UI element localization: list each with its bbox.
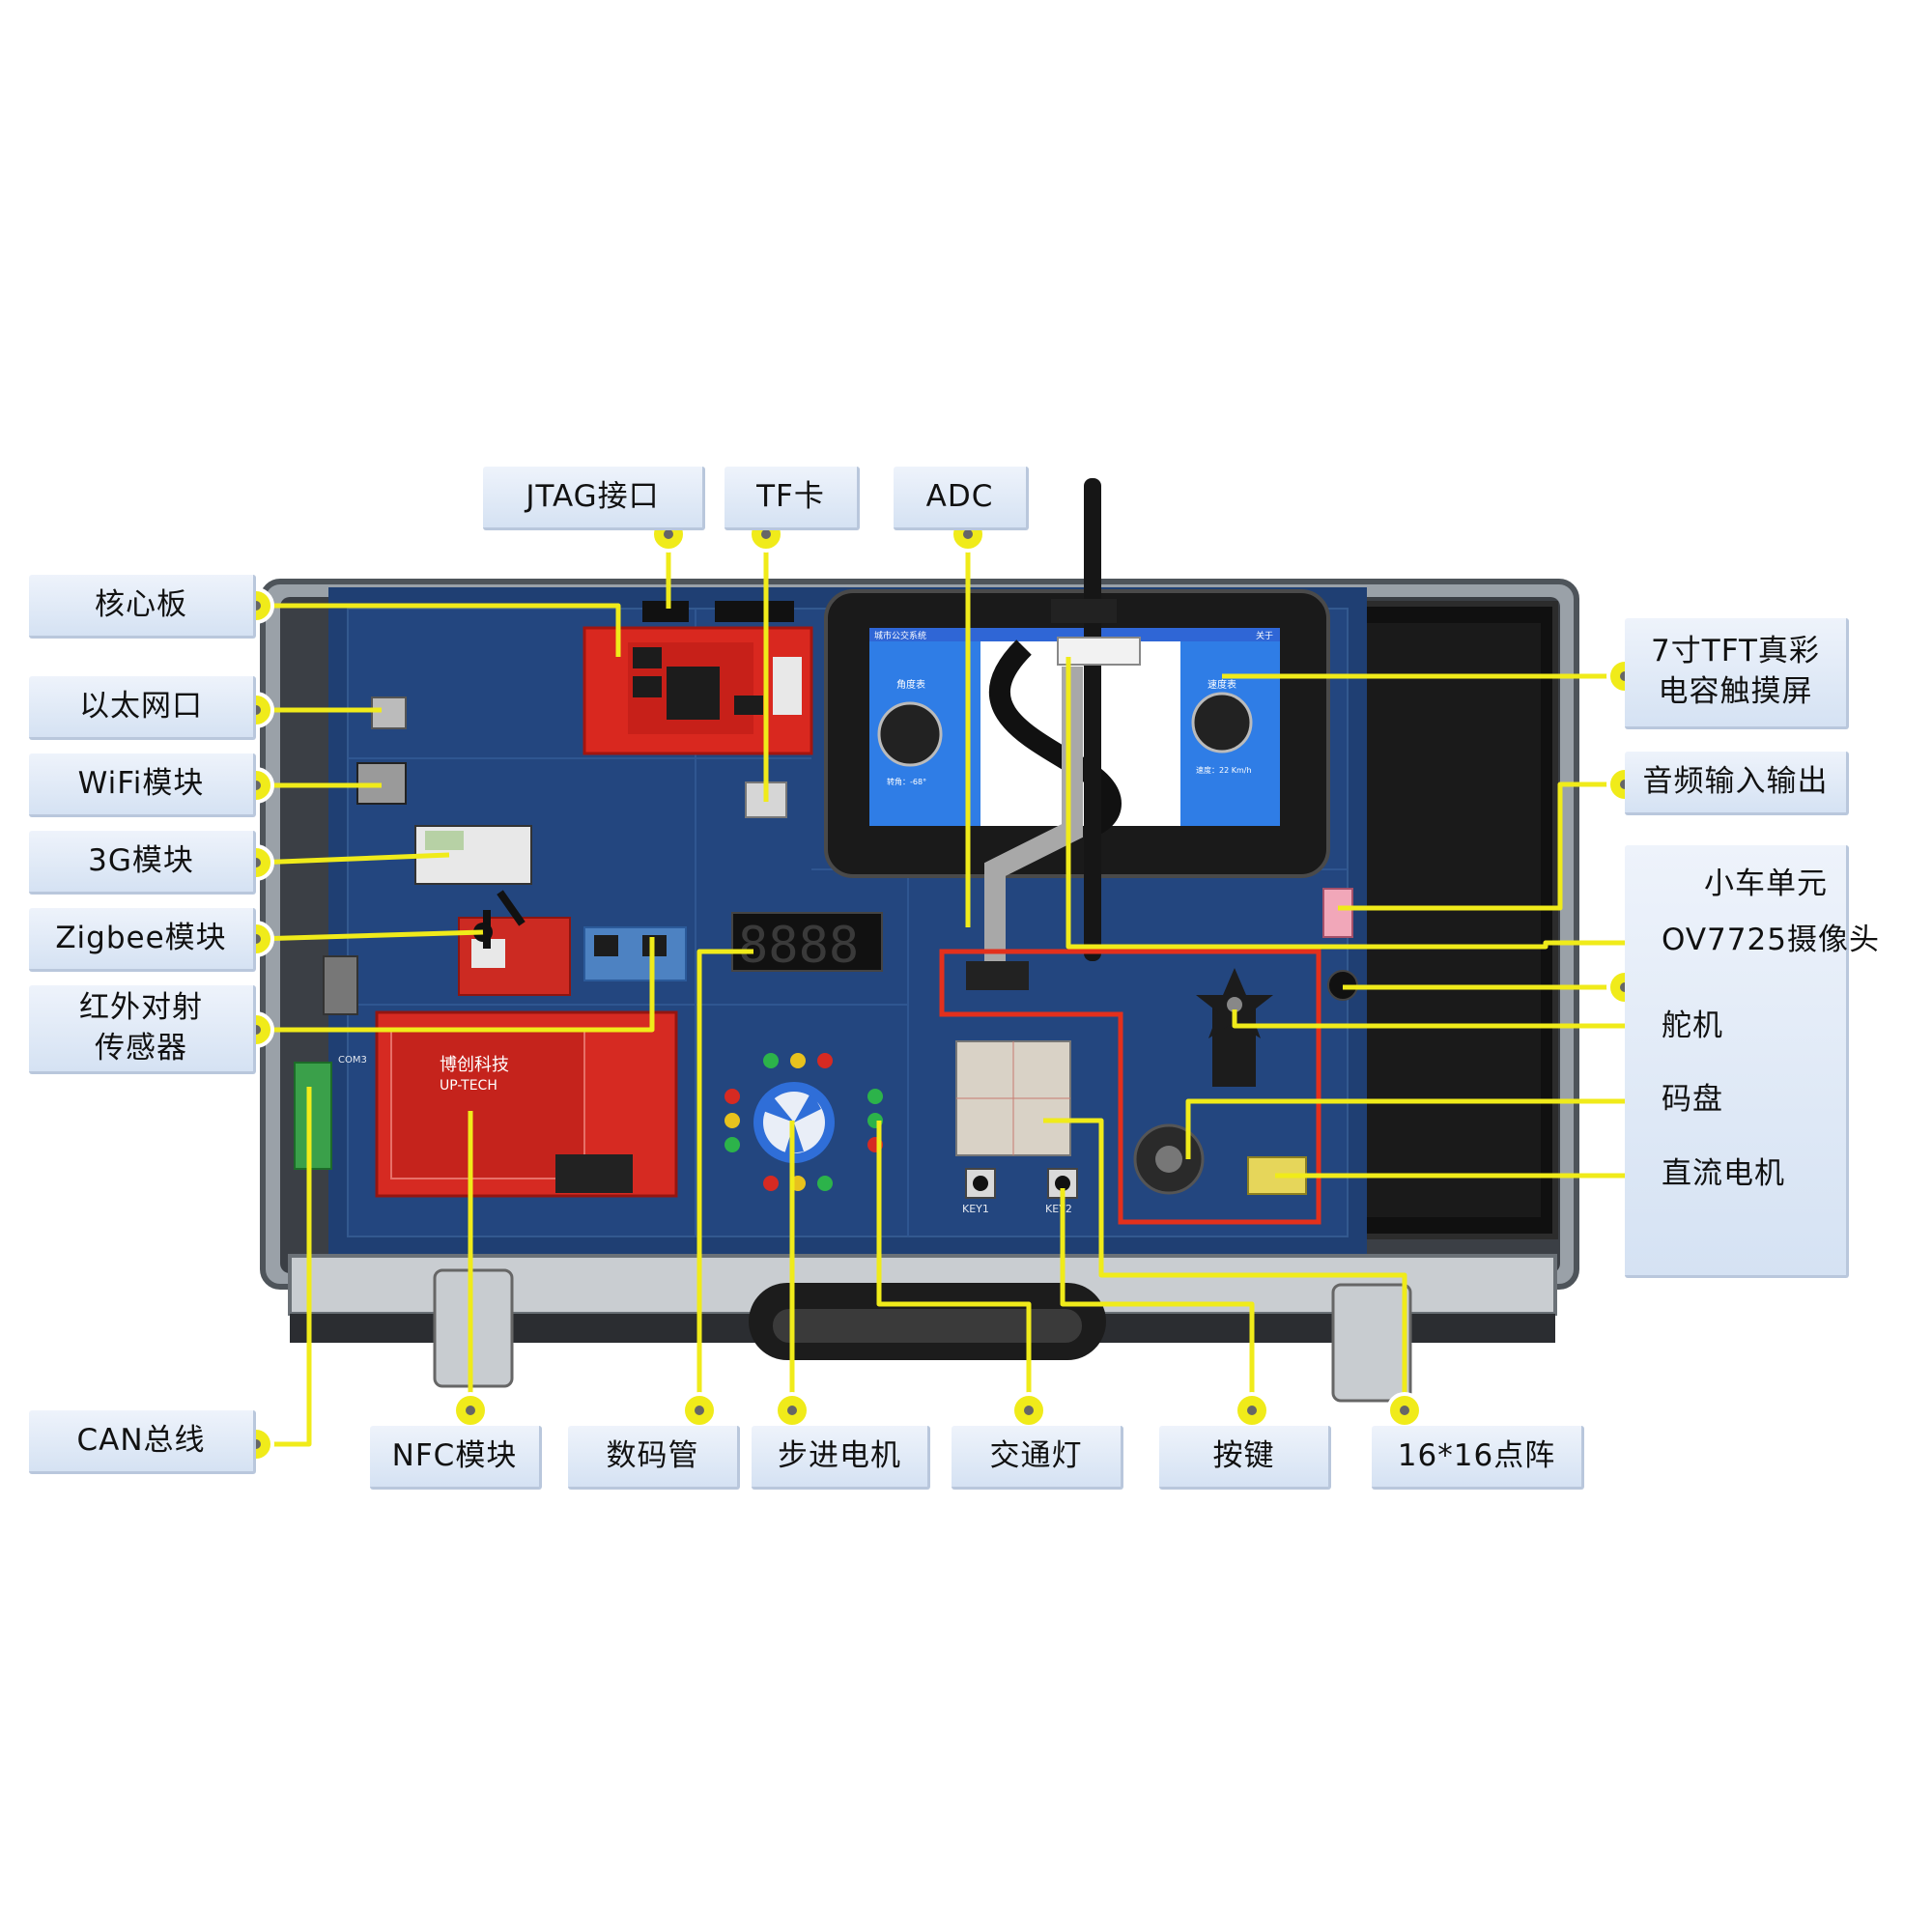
leader-encoder (1185, 1098, 1625, 1159)
label-ir-sensor: 红外对射 传感器 (29, 985, 256, 1074)
can-terminal-block (294, 1062, 332, 1170)
leader-keys (1060, 1188, 1255, 1410)
label-core-board: 核心板 (29, 575, 256, 639)
label-core-board-text: 核心板 (95, 586, 187, 622)
camera-pole (1084, 478, 1101, 961)
label-zigbee-text: Zigbee模块 (55, 920, 227, 955)
label-stepper: 步进电机 (752, 1426, 930, 1490)
leader-dot-matrix (1043, 1118, 1407, 1410)
label-can-bus-text: CAN总线 (76, 1422, 206, 1458)
label-nfc: NFC模块 (370, 1426, 542, 1490)
screen-title: 城市公交系统 (874, 630, 926, 641)
leader-seven-segment (696, 949, 753, 1410)
servo-motor (1196, 968, 1273, 1087)
label-adc-text: ADC (925, 478, 994, 514)
label-can-bus: CAN总线 (29, 1410, 256, 1474)
label-ethernet: 以太网口 (29, 676, 256, 740)
label-traffic-light-text: 交通灯 (989, 1437, 1083, 1473)
label-audio-text: 音频输入输出 (1642, 763, 1829, 799)
leader-ir-sensor (256, 937, 655, 1033)
seven-segment-display (731, 912, 883, 972)
screen-menu: 关于 (1256, 630, 1273, 641)
label-audio: 音频输入输出 (1625, 752, 1849, 815)
car-unit-title: 小车单元 (1704, 867, 1828, 901)
key1-button (965, 1168, 996, 1199)
leader-traffic-light (876, 1121, 1032, 1410)
label-dot-matrix-text: 16*16点阵 (1397, 1437, 1556, 1473)
leader-camera (1065, 657, 1625, 950)
audio-jacks (1322, 888, 1353, 938)
label-ethernet-text: 以太网口 (79, 688, 203, 724)
label-touchscreen: 7寸TFT真彩 电容触摸屏 (1625, 618, 1849, 729)
key2-text: KEY2 (1045, 1203, 1072, 1215)
ethernet-port (371, 696, 407, 729)
leader-audio (1338, 781, 1625, 911)
label-jtag: JTAG接口 (483, 467, 705, 530)
gauge-left-value: 转角：-68° (887, 777, 926, 786)
label-tf-text: TF卡 (756, 478, 825, 514)
jtag-header (642, 601, 689, 622)
gauge-right-value: 速度：22 Km/h (1196, 765, 1252, 775)
label-wifi: WiFi模块 (29, 753, 256, 817)
label-tf: TF卡 (724, 467, 860, 530)
car-unit-servo: 舵机 (1662, 1009, 1723, 1043)
nfc-board (375, 1010, 678, 1198)
label-touchscreen-text: 7寸TFT真彩 电容触摸屏 (1651, 634, 1820, 709)
label-seven-segment-text: 数码管 (606, 1437, 699, 1473)
gauge-left-title: 角度表 (896, 678, 925, 691)
right-latch (1331, 1283, 1412, 1403)
nfc-brand-en: UP-TECH (440, 1078, 497, 1094)
nfc-brand-cn: 博创科技 (440, 1055, 509, 1075)
label-3g-text: 3G模块 (88, 842, 194, 878)
car-unit-camera: OV7725摄像头 (1662, 923, 1880, 957)
label-stepper-text: 步进电机 (778, 1437, 901, 1473)
car-unit-dc-motor: 直流电机 (1662, 1156, 1785, 1191)
case-handle (749, 1283, 1106, 1360)
label-keys: 按键 (1159, 1426, 1331, 1490)
left-latch (433, 1268, 514, 1388)
leader-servo (1232, 1009, 1625, 1029)
key1-text: KEY1 (962, 1203, 989, 1215)
label-3g: 3G模块 (29, 831, 256, 895)
label-seven-segment: 数码管 (568, 1426, 740, 1490)
label-wifi-text: WiFi模块 (77, 765, 205, 801)
com3-label: COM3 (338, 1055, 367, 1065)
leader-zigbee (255, 929, 484, 942)
leader-3g (255, 852, 450, 866)
gauge-right-title: 速度表 (1208, 678, 1236, 691)
label-dot-matrix: 16*16点阵 (1372, 1426, 1584, 1490)
label-nfc-text: NFC模块 (391, 1437, 518, 1473)
serial-port (323, 955, 358, 1015)
label-adc: ADC (894, 467, 1029, 530)
label-car-unit: 小车单元 OV7725摄像头 舵机 码盘 直流电机 (1625, 845, 1879, 1278)
seven-segment-digits: 8888 (738, 917, 859, 975)
label-jtag-text: JTAG接口 (526, 478, 660, 514)
label-zigbee: Zigbee模块 (29, 908, 256, 972)
leader-core-board (256, 603, 621, 657)
car-unit-outline (939, 949, 1321, 1225)
car-unit-encoder: 码盘 (1662, 1082, 1723, 1117)
label-ir-sensor-text: 红外对射 传感器 (79, 989, 203, 1065)
ribbon-cable (984, 667, 1083, 966)
label-traffic-light: 交通灯 (952, 1426, 1123, 1490)
core-board-module (582, 626, 813, 755)
label-keys-text: 按键 (1212, 1437, 1275, 1473)
